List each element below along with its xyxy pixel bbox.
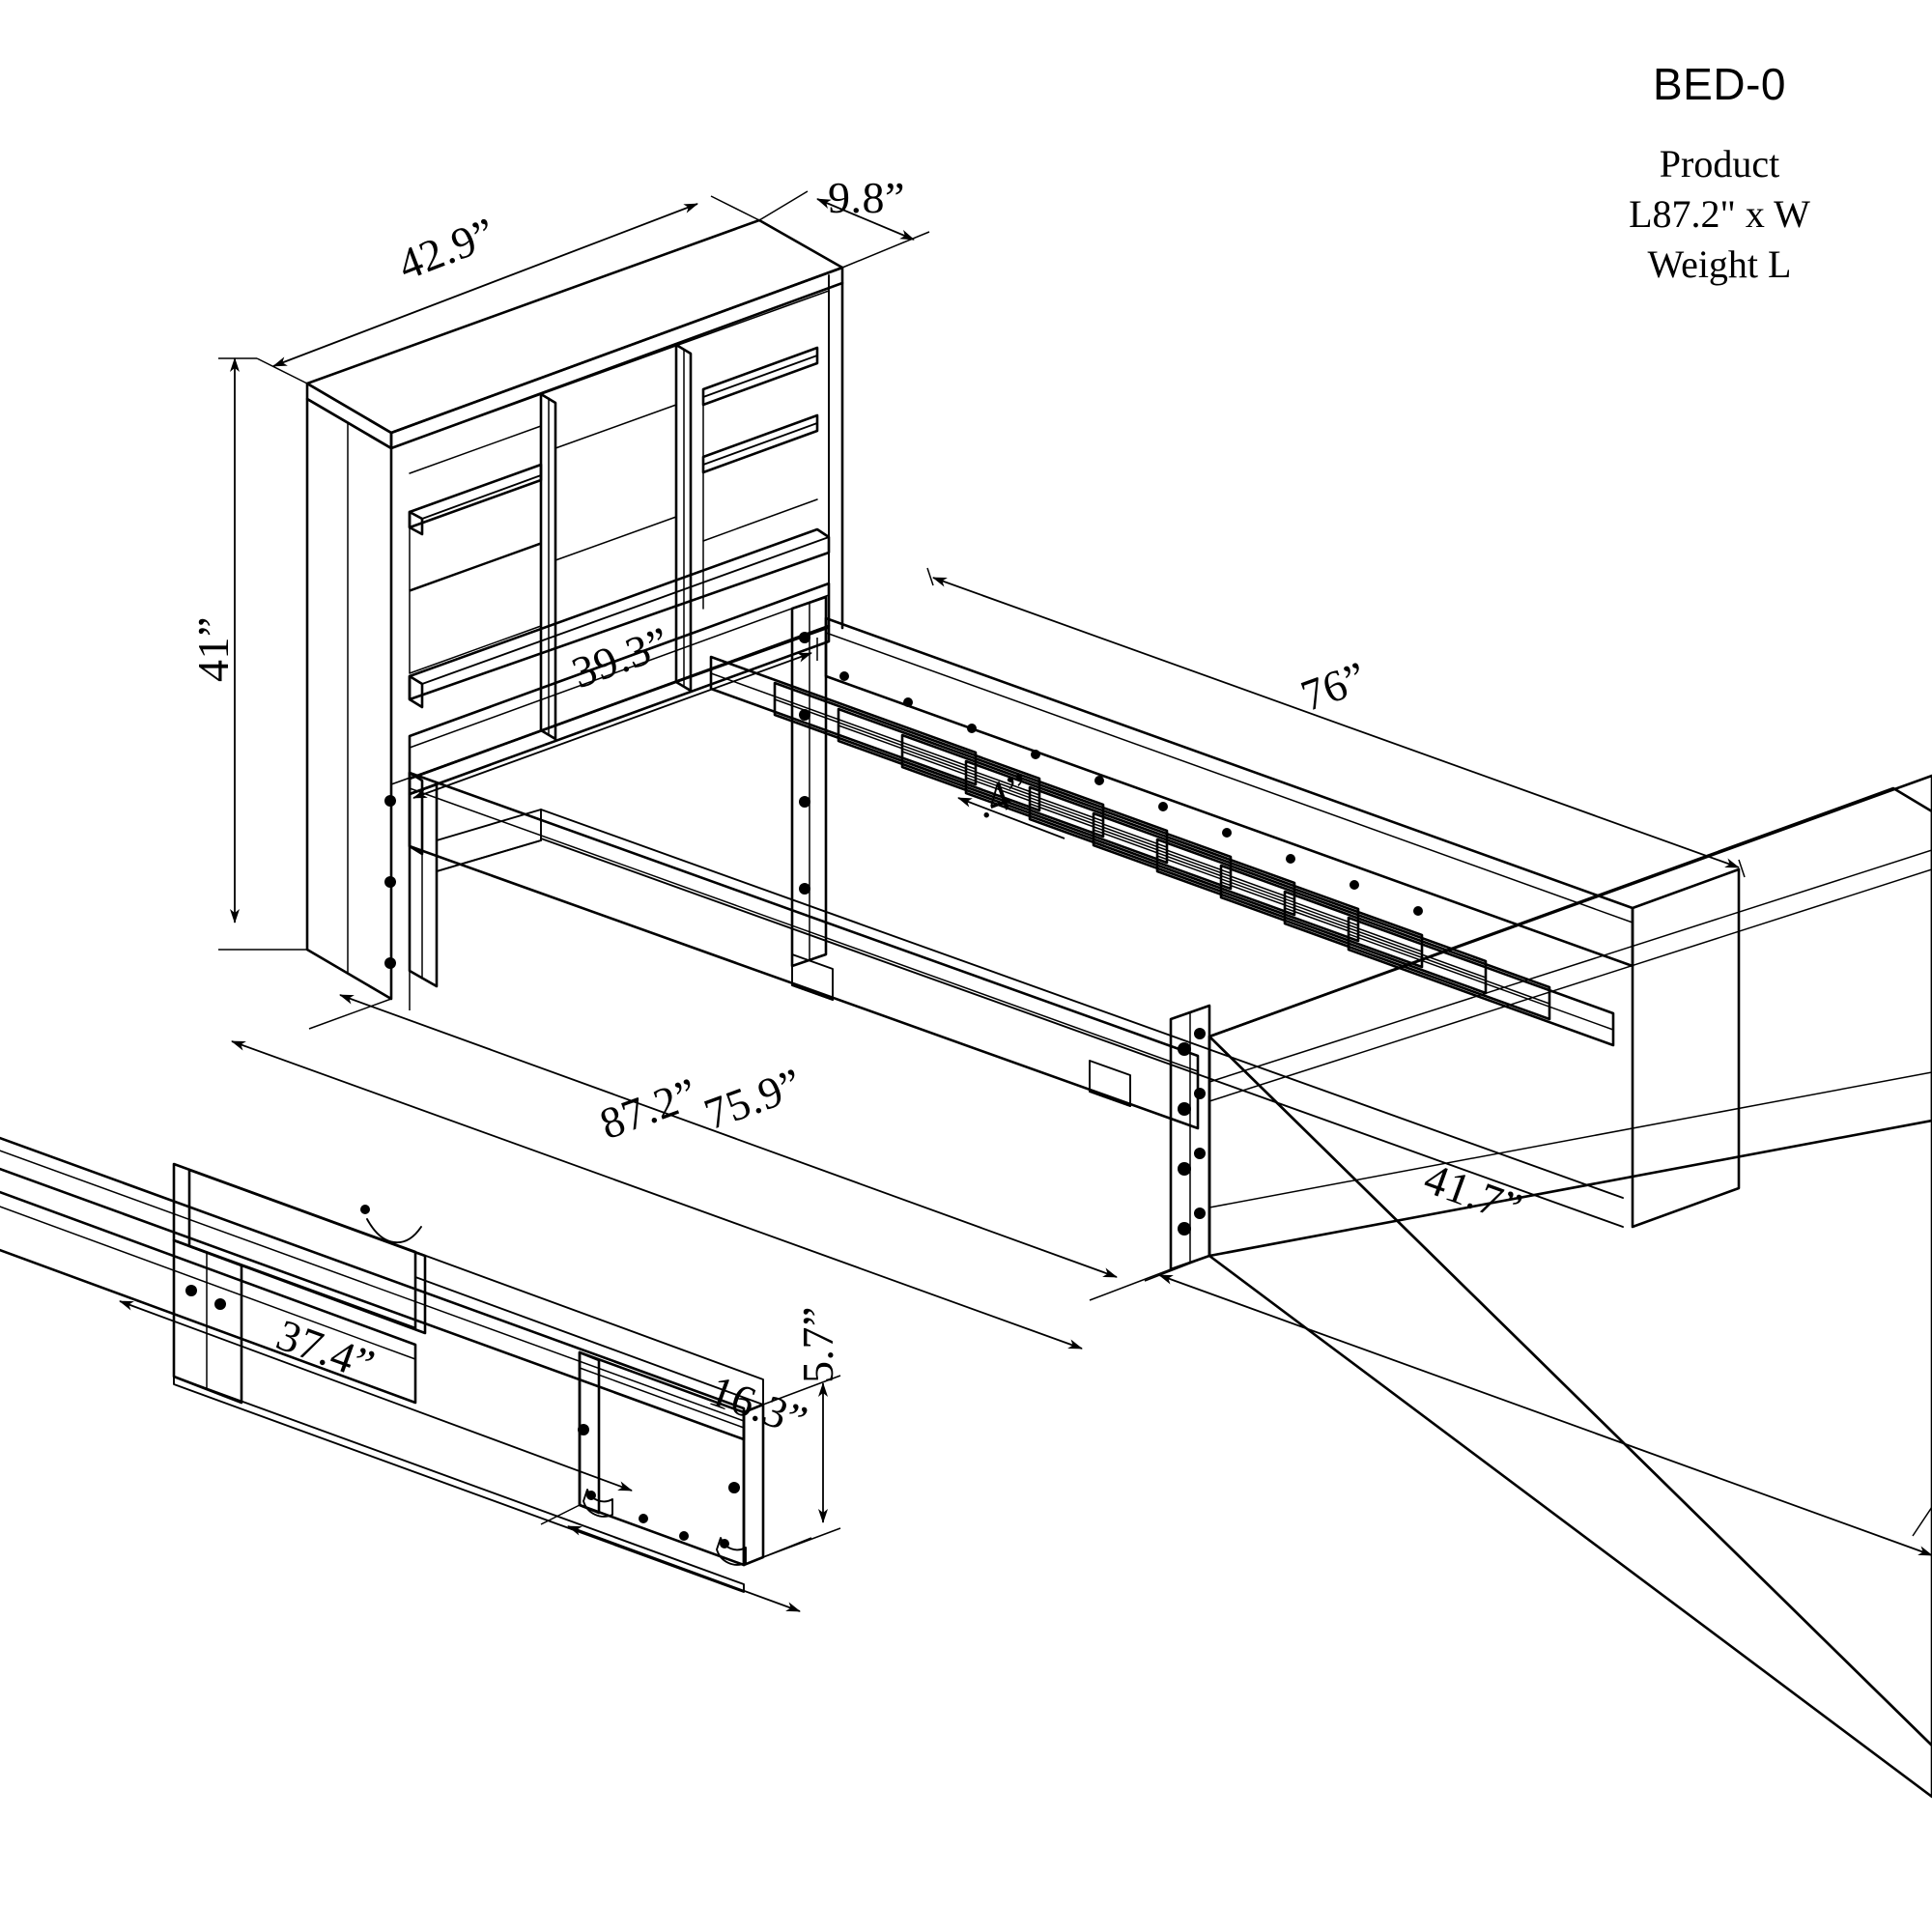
spec-label: Product <box>1659 142 1780 185</box>
title-block-spacer <box>1420 110 1932 139</box>
dim-headboard-width: 42.9” <box>391 208 502 290</box>
dim-headboard-height: 41” <box>188 616 238 682</box>
title-block: BED-0 Product L87.2" x W Weight L <box>1420 58 1932 290</box>
bed-frame <box>408 595 1932 1799</box>
dimension-labels: 42.9” 9.8” 41” 39.3” 76” .4” 87.2” 75.9”… <box>188 173 1529 1446</box>
trundle-drawer <box>0 1136 765 1593</box>
dim-drawer-height: 5.7” <box>793 1306 842 1383</box>
dim-bed-width: 41.7” <box>1418 1153 1529 1234</box>
headboard <box>305 218 844 1001</box>
slats <box>709 655 1615 1047</box>
dim-headboard-inner-width: 39.3” <box>565 617 676 697</box>
dim-headboard-depth: 9.8” <box>828 173 905 222</box>
caster-wheel-front <box>582 1489 613 1518</box>
weight-limit: Weight L <box>1647 242 1792 286</box>
dim-overall-length: 87.2” <box>593 1068 704 1149</box>
overall-dimensions: L87.2" x W <box>1629 192 1810 236</box>
dim-frame-length: 75.9” <box>697 1059 809 1139</box>
dim-bed-length: 76” <box>1294 652 1373 721</box>
product-code: BED-0 <box>1653 59 1786 109</box>
dimension-lines <box>119 190 1932 1612</box>
